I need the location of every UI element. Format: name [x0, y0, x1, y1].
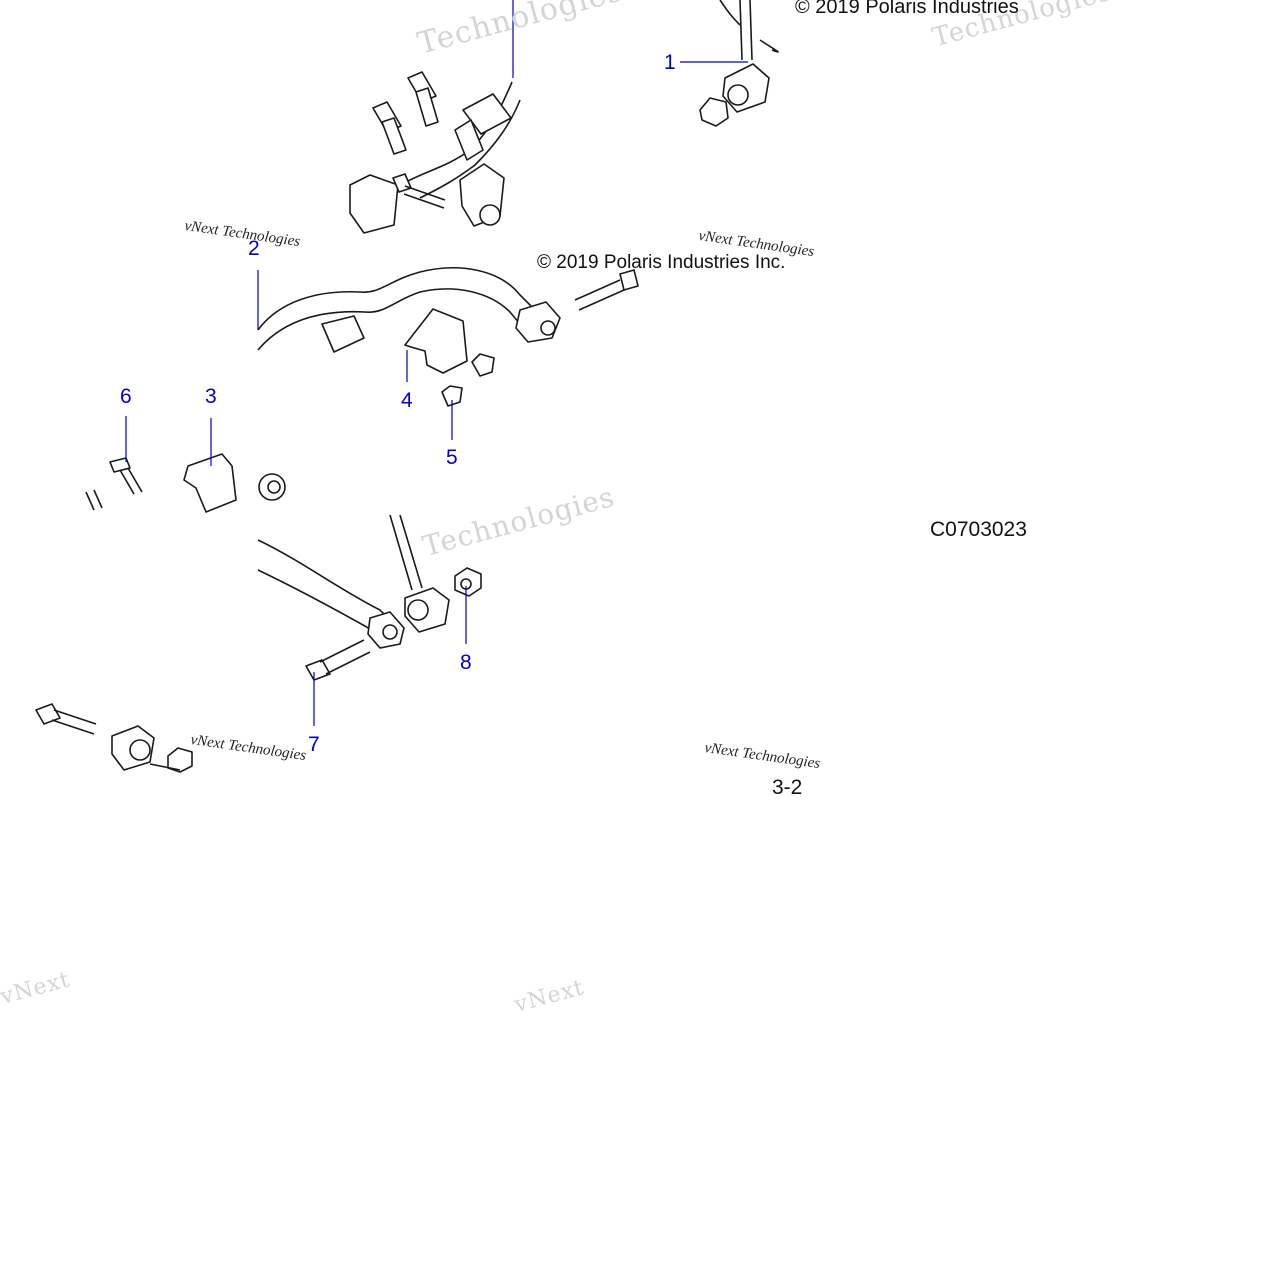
nut-top [699, 97, 729, 127]
sway-bar-lower [257, 539, 399, 646]
nut-middle-2 [441, 385, 463, 407]
callout-3: 3 [205, 385, 217, 408]
bushing-left-3 [183, 453, 237, 513]
bolt-left-fragment [85, 489, 103, 511]
nut-lower-8 [454, 567, 482, 597]
bolt-left-6 [109, 457, 143, 495]
link-rod-lower [389, 514, 450, 633]
callout-1: 1 [664, 51, 676, 74]
bolt-lower-7 [305, 639, 371, 681]
callout-5: 5 [446, 446, 458, 469]
drawing-code: C0703023 [930, 518, 1027, 541]
bolt-bottom-left [35, 703, 97, 735]
bushing-middle-1 [321, 315, 365, 353]
nut-left [258, 473, 286, 501]
sway-bar-middle [257, 267, 541, 351]
bushing-top-2 [349, 174, 399, 234]
bolt-middle [574, 269, 639, 311]
callout-7: 7 [308, 733, 320, 756]
link-end-middle [515, 301, 561, 343]
arc-top [759, 39, 779, 53]
callout-2: 2 [248, 237, 260, 260]
link-rod-top [722, 0, 770, 113]
bolt-top-3 [392, 173, 446, 209]
copyright-text: © 2019 Polaris Industries [795, 0, 1019, 18]
link-end-bottom-left [111, 725, 155, 771]
bushing-middle-2 [404, 308, 468, 374]
copyright-text-partial: © 2019 Polaris Industries Inc. [537, 252, 786, 273]
bracket-top [459, 163, 505, 227]
bushing-top-1 [454, 93, 512, 161]
page-fragment: 3-2 [772, 776, 803, 799]
link-end-lower [367, 611, 405, 649]
bolt-top-2 [372, 101, 407, 155]
callout-8: 8 [460, 651, 472, 674]
bolt-top-1 [407, 71, 439, 127]
nut-middle-1 [471, 353, 495, 377]
arc-top-2 [719, 0, 741, 26]
callout-4: 4 [401, 389, 413, 412]
rod-fragment [149, 763, 181, 771]
callout-6: 6 [120, 385, 132, 408]
